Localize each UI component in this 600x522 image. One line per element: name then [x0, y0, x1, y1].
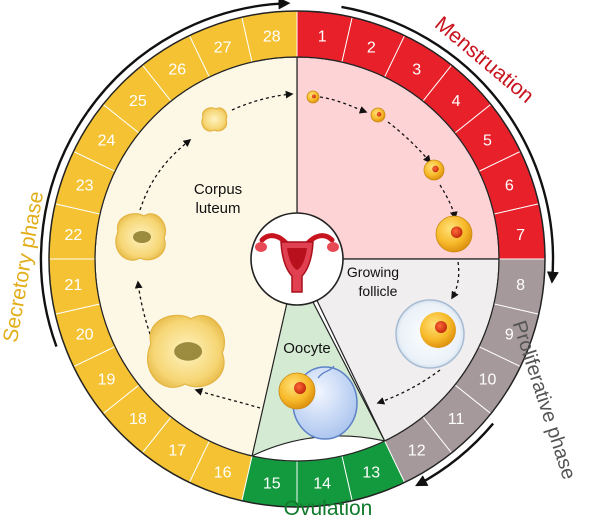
oocyte-label: Oocyte	[283, 340, 331, 357]
day-divider	[55, 303, 101, 315]
corpus-luteum-icon	[201, 107, 228, 132]
day-divider	[102, 103, 140, 134]
ovulation-label: Ovulation	[284, 497, 373, 520]
day-label-25: 25	[129, 93, 147, 110]
follicle-icon	[435, 215, 473, 253]
day-divider	[73, 150, 116, 172]
day-label-6: 6	[505, 178, 514, 195]
day-label-18: 18	[129, 411, 147, 428]
uterus-badge	[250, 212, 344, 306]
day-divider	[478, 150, 521, 172]
follicle-icon	[423, 159, 445, 181]
day-divider	[55, 203, 101, 215]
day-label-27: 27	[214, 40, 232, 57]
follicle-icon	[370, 107, 386, 123]
proliferative-phase-label: Proliferative phase	[508, 318, 580, 482]
cycle-arrow	[139, 139, 192, 211]
cycle-arrow	[231, 90, 294, 111]
outer-arrow	[86, 0, 291, 113]
day-divider	[422, 416, 453, 454]
follicle-icon	[306, 90, 320, 104]
cycle-arrow	[387, 121, 431, 164]
day-label-22: 22	[65, 227, 83, 244]
day-divider	[341, 455, 353, 501]
svg-text:follicle: follicle	[359, 283, 398, 299]
svg-text:Corpus: Corpus	[194, 181, 242, 198]
cycle-arrow	[376, 369, 441, 405]
day-divider	[241, 455, 253, 501]
day-divider	[384, 440, 406, 483]
day-label-8: 8	[516, 277, 525, 294]
day-label-24: 24	[98, 132, 116, 149]
outer-arrow	[39, 111, 89, 347]
day-label-26: 26	[168, 61, 186, 78]
corpus-luteum-icon	[115, 213, 166, 261]
inner-cycle-arrows	[134, 90, 460, 409]
oocyte-icon	[278, 365, 358, 440]
ring-outer-border	[48, 10, 546, 508]
uterus-icon	[255, 233, 339, 293]
day-label-16: 16	[214, 464, 232, 481]
day-divider	[73, 346, 116, 368]
day-label-9: 9	[505, 326, 514, 343]
day-label-5: 5	[483, 132, 492, 149]
day-divider	[102, 384, 140, 415]
day-divider	[454, 384, 492, 415]
day-label-12: 12	[408, 443, 426, 460]
day-label-2: 2	[367, 40, 376, 57]
day-label-19: 19	[98, 372, 116, 389]
day-divider	[188, 35, 210, 78]
growing-follicle-label: Growing follicle	[347, 264, 399, 299]
outer-cycle-arrows	[39, 0, 559, 487]
day-label-11: 11	[448, 411, 465, 428]
corpus-luteum-label: Corpus luteum	[194, 181, 242, 217]
outer-arrow	[341, 5, 559, 284]
day-label-7: 7	[516, 227, 525, 244]
cycle-arrow	[451, 261, 460, 300]
svg-text:luteum: luteum	[195, 200, 240, 217]
day-divider	[422, 64, 453, 102]
day-divider	[141, 64, 172, 102]
day-label-1: 1	[318, 28, 327, 45]
cell-illustrations	[115, 90, 473, 440]
day-divider	[141, 416, 172, 454]
day-label-17: 17	[168, 443, 186, 460]
day-divider	[493, 203, 539, 215]
ring-inner-border	[94, 56, 500, 462]
cycle-arrow	[134, 280, 153, 341]
outer-arrow	[415, 422, 495, 487]
day-divider	[384, 35, 406, 78]
day-divider	[478, 346, 521, 368]
day-divider	[454, 103, 492, 134]
day-divider	[188, 440, 210, 483]
svg-text:Growing: Growing	[347, 264, 399, 280]
day-label-4: 4	[452, 93, 461, 110]
cycle-arrow	[439, 184, 458, 220]
day-label-10: 10	[479, 372, 497, 389]
follicle-icon	[395, 299, 465, 369]
day-label-13: 13	[362, 464, 380, 481]
corpus-luteum-icon	[147, 314, 225, 388]
day-label-21: 21	[65, 277, 83, 294]
day-label-14: 14	[313, 476, 331, 493]
day-dividers	[48, 10, 546, 508]
cycle-arrow	[194, 388, 261, 409]
day-label-15: 15	[263, 476, 281, 493]
day-label-20: 20	[76, 326, 94, 343]
day-label-23: 23	[76, 178, 94, 195]
day-divider	[341, 17, 353, 63]
day-divider	[241, 17, 253, 63]
day-label-3: 3	[412, 61, 421, 78]
day-label-28: 28	[263, 28, 281, 45]
day-divider	[493, 303, 539, 315]
